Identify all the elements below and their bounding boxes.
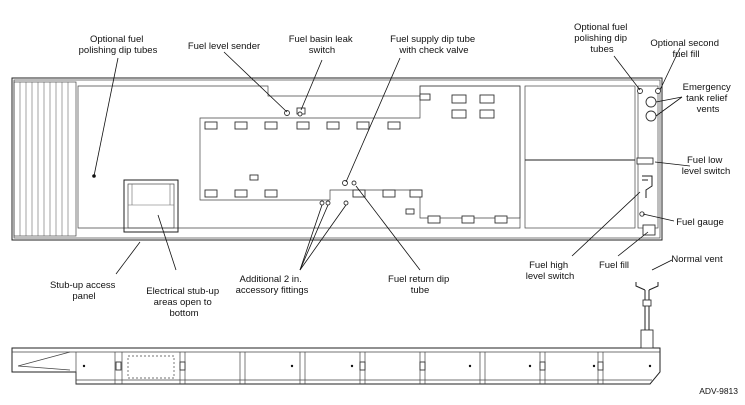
electrical-stub-up-area-shape <box>123 179 179 233</box>
polishing-tube-right-port <box>637 88 643 94</box>
label-additional-fittings: Additional 2 in. accessory fittings <box>236 274 309 296</box>
label-fuel-return-dip-tube: Fuel return dip tube <box>388 274 452 296</box>
label-optional-polishing-right: Optional fuel polishing dip tubes <box>574 22 630 55</box>
right-compartment <box>524 85 636 229</box>
second-fuel-fill-port <box>655 88 661 94</box>
label-fuel-level-sender: Fuel level sender <box>188 41 260 52</box>
label-optional-polishing-left: Optional fuel polishing dip tubes <box>79 34 158 56</box>
tank-outline <box>11 77 663 241</box>
label-fuel-low-level-switch: Fuel low level switch <box>682 155 731 177</box>
normal-vent-pipe <box>635 282 659 349</box>
low-level-switch-body <box>642 175 653 198</box>
tank-side-view <box>11 282 661 385</box>
center-raised-area <box>199 85 521 219</box>
label-fuel-supply-dip-tube: Fuel supply dip tube with check valve <box>390 34 478 56</box>
tank-inner-outline <box>13 79 661 239</box>
label-emergency-relief-vents: Emergency tank relief vents <box>683 82 734 115</box>
accessory-fitting-3 <box>343 200 349 206</box>
bottom-row-fittings <box>204 174 508 224</box>
relief-vent-2 <box>645 110 657 122</box>
right-end-strip <box>637 85 659 229</box>
accessory-fitting-1 <box>319 200 325 206</box>
label-stub-up-access-panel: Stub-up access panel <box>50 280 118 302</box>
labels: Optional fuel polishing dip tubes Fuel l… <box>50 22 738 396</box>
tank-top-view <box>11 77 663 241</box>
label-optional-second-fuel-fill: Optional second fuel fill <box>650 38 721 60</box>
side-stub-up-opening <box>127 355 175 379</box>
top-row-fittings <box>204 93 495 130</box>
label-fuel-fill: Fuel fill <box>599 260 629 271</box>
label-fuel-basin-leak-switch: Fuel basin leak switch <box>289 34 356 56</box>
label-fuel-gauge: Fuel gauge <box>676 217 724 228</box>
stub-up-access-panel-shape <box>13 81 77 237</box>
side-fittings <box>82 361 652 371</box>
relief-vent-1 <box>645 96 657 108</box>
leader-lines <box>93 47 691 275</box>
side-stiffeners <box>75 352 604 384</box>
figure-id: ADV-9813 <box>699 386 738 396</box>
side-taper <box>17 351 71 371</box>
fuel-level-sender-port <box>284 110 290 116</box>
low-level-switch <box>636 157 654 165</box>
return-dip-tube-port-a <box>351 180 357 186</box>
leak-switch-knob <box>297 111 303 117</box>
accessory-fitting-2 <box>325 200 331 206</box>
fuel-fill-port <box>642 224 656 236</box>
label-electrical-stub-up: Electrical stub-up areas open to bottom <box>146 286 222 319</box>
label-fuel-high-level-switch: Fuel high level switch <box>526 260 575 282</box>
tank-inner-boundary <box>77 85 521 229</box>
label-normal-vent: Normal vent <box>671 254 723 265</box>
side-outline <box>11 347 661 385</box>
